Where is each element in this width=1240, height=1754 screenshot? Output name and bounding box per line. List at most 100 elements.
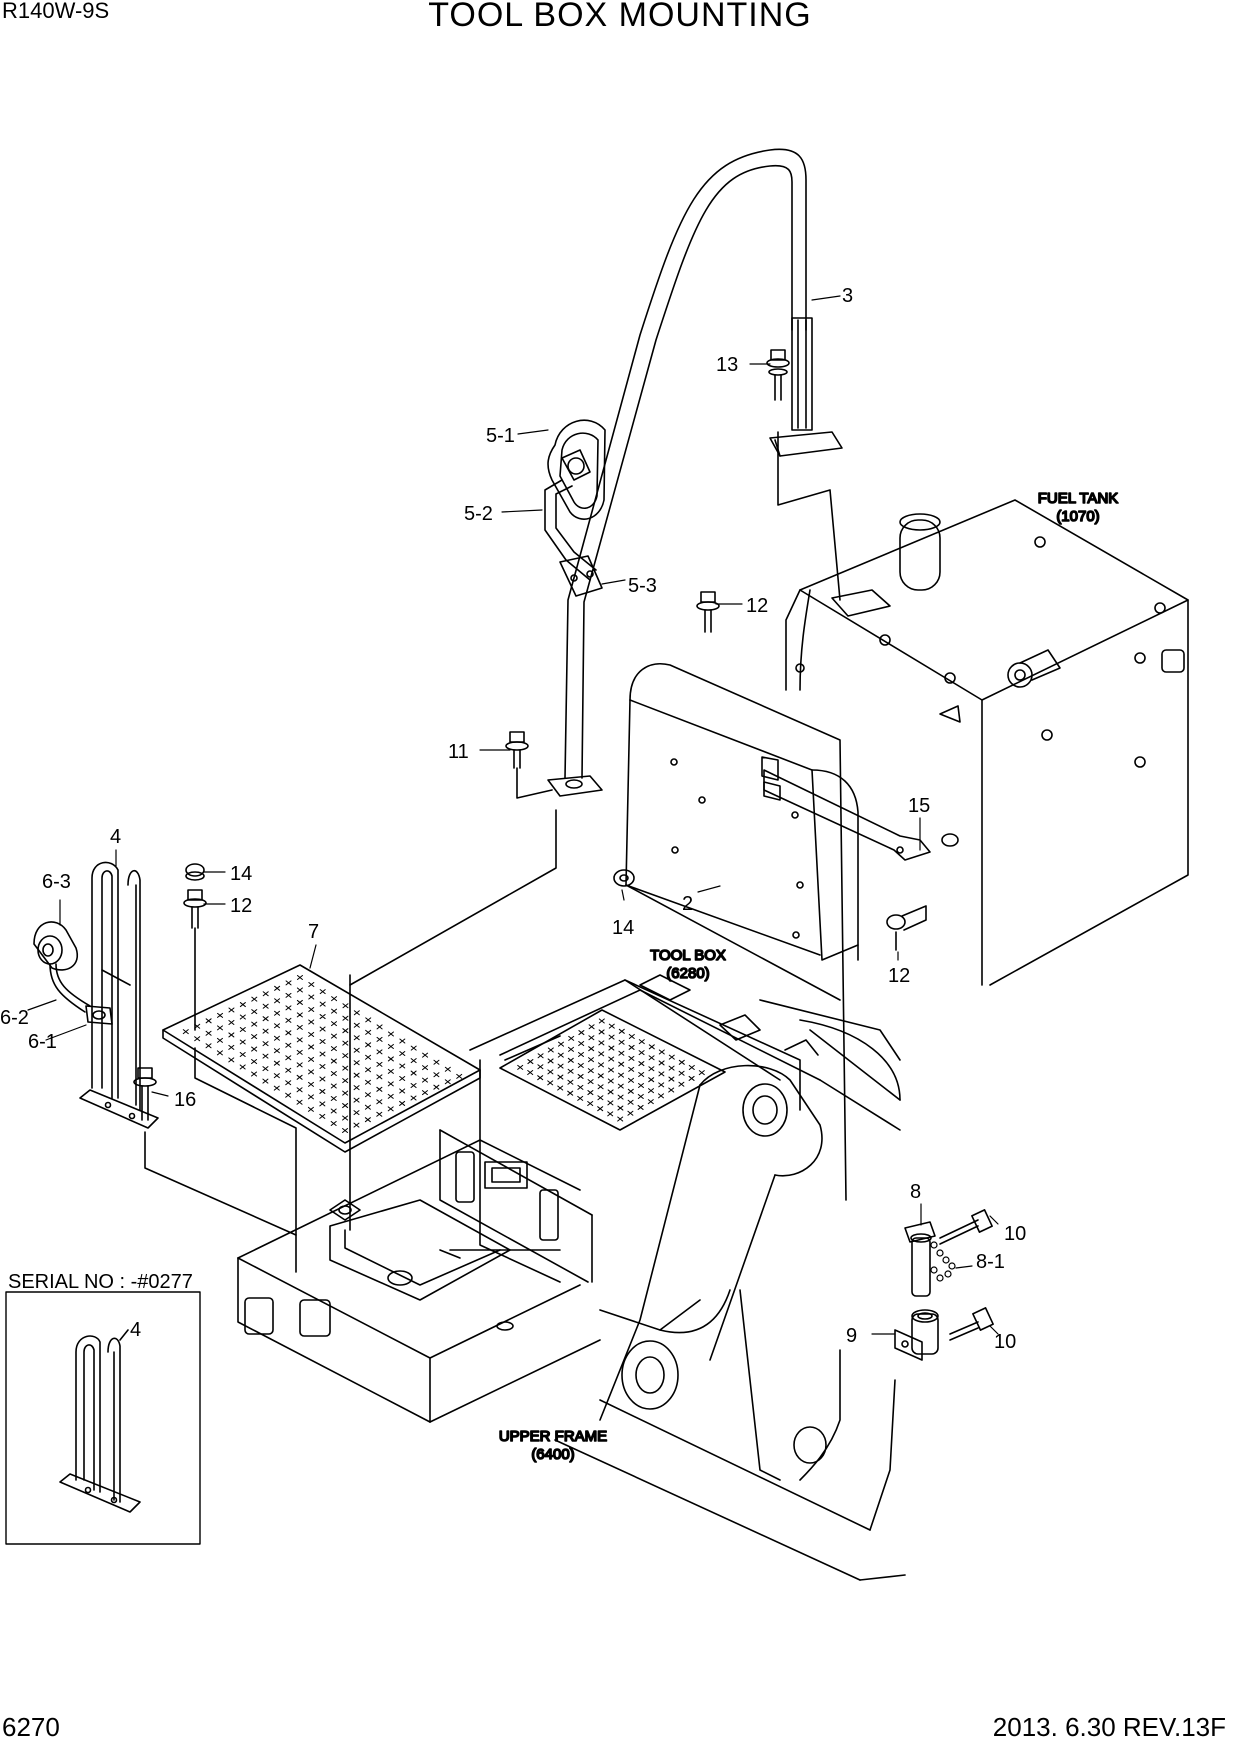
perforation-mark <box>296 1087 303 1093</box>
perforation-mark <box>228 1019 235 1025</box>
perforation-mark <box>433 1084 440 1090</box>
perforation-mark <box>410 1058 417 1064</box>
perforation-mark <box>330 1033 337 1039</box>
perforation-mark <box>262 1078 269 1084</box>
perforation-mark <box>353 1035 360 1041</box>
perforation-mark <box>308 1044 315 1050</box>
perforation-mark <box>308 1056 315 1062</box>
callout-leaders <box>27 295 999 1335</box>
callout-3: 3 <box>842 285 853 307</box>
perforation-mark <box>557 1063 564 1069</box>
perforation-mark <box>296 1012 303 1018</box>
perforation-mark <box>216 1037 223 1043</box>
perforation-mark <box>658 1071 665 1077</box>
perforation-mark <box>285 1080 292 1086</box>
perforation-mark <box>353 1072 360 1078</box>
perforation-mark <box>598 1018 605 1024</box>
perforation-mark <box>205 1018 212 1024</box>
perforation-mark <box>205 1043 212 1049</box>
perforation-mark <box>273 1035 280 1041</box>
perforation-mark <box>688 1075 695 1081</box>
perforation-mark <box>331 996 338 1002</box>
perforation-mark <box>638 1083 644 1088</box>
perforation-mark <box>330 1058 337 1064</box>
perforation-mark <box>668 1065 675 1071</box>
perforation-mark <box>285 1005 292 1011</box>
perforation-mark <box>364 1117 371 1123</box>
perforation-mark <box>547 1080 554 1086</box>
perforation-mark <box>376 1061 383 1067</box>
perforation-mark <box>638 1061 645 1067</box>
perforation-mark <box>628 1044 635 1050</box>
perforation-mark <box>638 1039 645 1045</box>
perforation-mark <box>262 1041 269 1047</box>
handrail-part-4 <box>79 861 159 1129</box>
perforation-mark <box>588 1057 594 1063</box>
perforation-mark <box>319 1051 326 1057</box>
perforation-mark <box>307 1094 314 1100</box>
perforation-mark <box>273 1085 280 1091</box>
perforation-mark <box>678 1070 685 1076</box>
clamp-part-5-3 <box>559 555 603 597</box>
upper-frame-code: (6400) <box>531 1446 574 1463</box>
perforation-mark <box>648 1044 655 1050</box>
perforation-mark <box>296 1074 303 1080</box>
perforation-mark <box>410 1070 417 1076</box>
callout-2: 2 <box>682 893 693 915</box>
perforation-mark <box>216 1050 223 1056</box>
perforation-mark <box>296 1062 303 1068</box>
perforation-mark <box>308 982 315 988</box>
perforation-mark <box>205 1030 212 1036</box>
perforation-mark <box>387 1093 394 1099</box>
bolt-part-16 <box>133 1067 157 1121</box>
perforation-mark <box>598 1029 605 1035</box>
upper-frame <box>237 1139 906 1581</box>
perforation-mark <box>342 1115 349 1121</box>
perforation-mark <box>422 1065 429 1071</box>
perforation-mark <box>285 1067 292 1073</box>
callout-5-2: 5-2 <box>464 503 493 525</box>
stay-part-15 <box>763 769 959 861</box>
perforation-mark <box>628 1066 635 1072</box>
perforation-mark <box>353 1022 360 1028</box>
perforation-mark <box>688 1064 695 1070</box>
perforation-mark <box>588 1046 595 1052</box>
callout-10-bottom: 10 <box>994 1331 1016 1353</box>
perforation-mark <box>273 1048 280 1054</box>
tool-box-cover-part-2 <box>625 663 859 1201</box>
perforation-mark <box>399 1075 406 1081</box>
perforation-mark <box>648 1088 654 1094</box>
serial-inset <box>5 1291 201 1545</box>
perforation-mark <box>608 1034 615 1040</box>
perforation-mark <box>627 1088 634 1094</box>
perforation-mark <box>273 1060 280 1066</box>
perforation-mark <box>365 1029 372 1035</box>
page-number: 6270 <box>2 1712 60 1742</box>
perforation-mark <box>558 1041 564 1047</box>
perforation-mark <box>537 1053 544 1059</box>
tool-box-lid-perforations <box>517 1018 705 1122</box>
perforation-mark <box>331 1008 338 1014</box>
mirror-part-6-3 <box>33 921 79 971</box>
fuel-tank-label: FUEL TANK <box>1038 490 1119 507</box>
perforation-mark <box>617 1116 624 1122</box>
perforation-mark <box>647 1099 654 1105</box>
perforation-mark <box>330 1083 337 1089</box>
perforation-mark <box>421 1090 428 1096</box>
upper-frame-label: UPPER FRAME <box>499 1428 607 1445</box>
perforation-mark <box>658 1049 665 1055</box>
perforation-mark <box>285 1092 292 1098</box>
callout-7: 7 <box>308 921 319 943</box>
perforation-mark <box>567 1090 574 1096</box>
perforation-mark <box>319 989 326 995</box>
perforation-mark <box>251 1034 258 1040</box>
perforation-mark <box>342 1003 349 1009</box>
callout-13: 13 <box>716 354 738 376</box>
mirror-stay-part-6-2 <box>49 963 91 1013</box>
bolt-part-10-bottom <box>949 1307 994 1341</box>
perforation-mark <box>262 991 269 997</box>
perforation-mark <box>331 1021 337 1027</box>
perforation-mark <box>547 1058 554 1064</box>
perforation-mark <box>444 1079 451 1085</box>
perforation-mark <box>537 1064 544 1070</box>
